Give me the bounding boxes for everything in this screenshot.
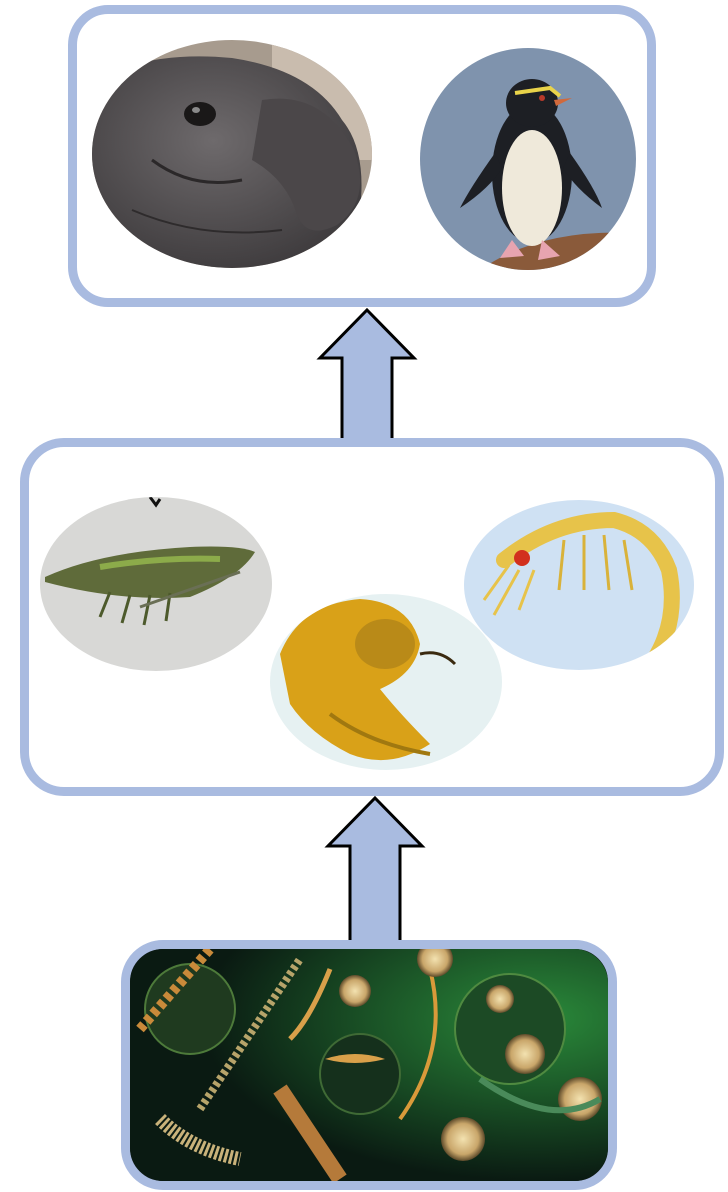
elephant-seal-photo [92, 40, 372, 268]
krill-photo [464, 500, 694, 670]
energy-flow-arrow-upper [316, 308, 418, 450]
phytoplankton-photo [130, 949, 608, 1181]
energy-flow-arrow-lower [324, 796, 426, 942]
copepod-photo [40, 497, 272, 671]
penguin-photo [420, 48, 636, 270]
phytoplankton-box [121, 940, 617, 1190]
